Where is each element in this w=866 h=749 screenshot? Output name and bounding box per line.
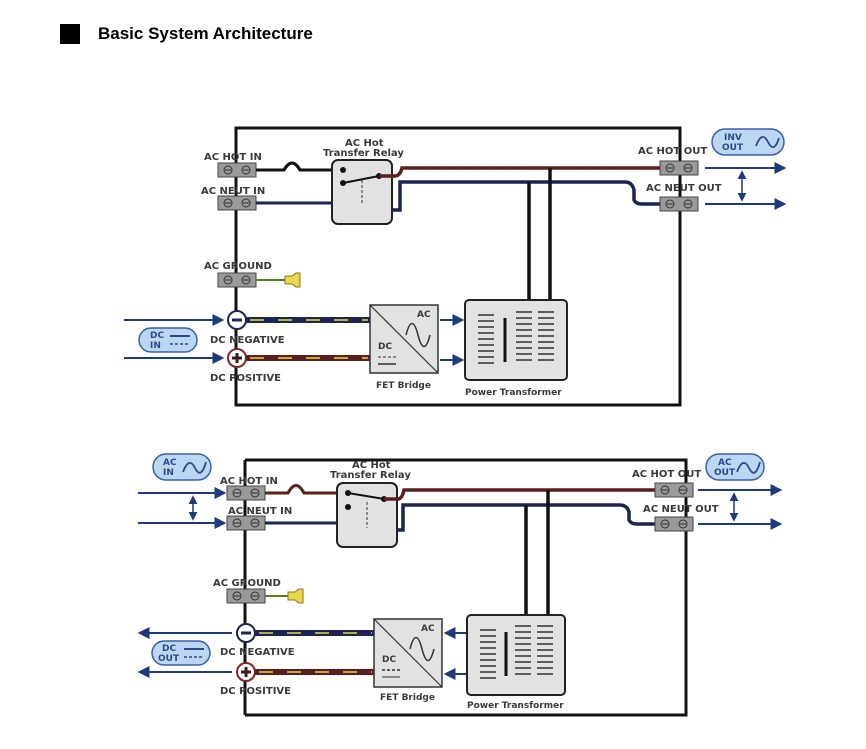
svg-text:AC: AC [163, 458, 177, 468]
ac-hot-transfer-relay [336, 482, 398, 548]
terminal-ac-neut-out [654, 516, 694, 532]
label-ac-ground: AC GROUND [204, 261, 272, 272]
svg-text:OUT: OUT [722, 143, 744, 153]
primary-coil-icon [480, 629, 496, 679]
label-dc-negative: DC NEGATIVE [220, 647, 295, 658]
wire-hot-in-fuse [265, 484, 348, 495]
power-transformer [466, 614, 566, 696]
section-title: Basic System Architecture [98, 24, 313, 43]
ground-lug-icon [284, 272, 301, 288]
wire-neut-bus [397, 503, 655, 532]
label-fet-ac: AC [417, 310, 431, 320]
label-ac-neut-out: AC NEUT OUT [646, 183, 722, 194]
terminal-ac-hot-out [659, 160, 699, 176]
dc-negative-terminal [236, 623, 256, 643]
label-fet-ac: AC [421, 624, 435, 634]
badge-ac-out: AC OUT [705, 453, 765, 481]
section-heading: Basic System Architecture [60, 24, 313, 44]
secondary-coil-icon [515, 625, 553, 675]
svg-text:DC: DC [162, 644, 176, 654]
badge-dc-out: DC OUT [151, 640, 211, 666]
label-ac-ground: AC GROUND [213, 578, 281, 589]
label-dc-positive: DC POSITIVE [220, 686, 291, 697]
power-transformer [464, 299, 568, 381]
dc-negative-terminal [227, 310, 247, 330]
fet-bridge [369, 304, 439, 374]
dc-symbol-icon [170, 335, 190, 345]
ac-hot-transfer-relay [331, 159, 393, 225]
label-dc-negative: DC NEGATIVE [210, 335, 285, 346]
diagram-charger-mode: AC IN AC HOT IN AC NEUT IN AC Hot Transf… [137, 453, 783, 717]
wire-neut-bus [392, 180, 660, 212]
label-relay-line1: AC Hot [352, 460, 391, 471]
enclosure-outline [245, 458, 688, 717]
badge-ac-in: AC IN [152, 453, 212, 481]
terminal-ac-hot-out [654, 482, 694, 498]
terminal-ac-hot-in [217, 162, 257, 178]
label-fet-dc: DC [382, 655, 396, 665]
terminal-ac-ground [217, 272, 257, 288]
fet-sine-icon [405, 322, 431, 348]
svg-text:IN: IN [150, 341, 161, 351]
label-relay-line2: Transfer Relay [323, 148, 404, 159]
svg-text:IN: IN [163, 468, 174, 478]
label-fet-bridge: FET Bridge [380, 693, 435, 703]
svg-text:OUT: OUT [714, 468, 736, 478]
label-relay-line2: Transfer Relay [330, 470, 411, 481]
label-ac-hot-in: AC HOT IN [220, 476, 278, 487]
heading-bullet-square [60, 24, 80, 44]
fuse-icon [282, 161, 302, 171]
badge-inv-out: INV OUT [711, 128, 785, 156]
label-ac-hot-out: AC HOT OUT [632, 469, 701, 480]
label-power-transformer: Power Transformer [467, 701, 564, 711]
dc-symbol-icon [184, 648, 204, 658]
label-ac-hot-out: AC HOT OUT [638, 146, 707, 157]
label-ac-neut-in: AC NEUT IN [201, 186, 265, 197]
wire-hot-bus [379, 166, 660, 178]
label-relay-line1: AC Hot [345, 138, 384, 149]
fet-sine-icon [409, 636, 435, 662]
terminal-ac-ground [226, 588, 266, 604]
svg-text:OUT: OUT [158, 654, 180, 664]
sine-wave-icon [736, 461, 761, 474]
svg-text:INV: INV [724, 133, 742, 143]
label-fet-dc: DC [378, 342, 392, 352]
svg-text:DC: DC [150, 331, 164, 341]
label-ac-neut-in: AC NEUT IN [228, 506, 292, 517]
label-dc-positive: DC POSITIVE [210, 373, 281, 384]
label-ac-hot-in: AC HOT IN [204, 152, 262, 163]
terminal-ac-neut-in [217, 195, 257, 211]
terminal-ac-neut-in [226, 515, 266, 531]
label-power-transformer: Power Transformer [465, 388, 562, 398]
dc-positive-terminal [227, 348, 247, 368]
terminal-ac-neut-out [659, 196, 699, 212]
badge-dc-in: DC IN [138, 327, 198, 353]
svg-text:AC: AC [718, 458, 732, 468]
sine-wave-icon [755, 136, 780, 148]
secondary-coil-icon [516, 311, 554, 361]
label-ac-neut-out: AC NEUT OUT [643, 504, 719, 515]
terminal-ac-hot-in [226, 485, 266, 501]
dc-positive-terminal [236, 662, 256, 682]
sine-wave-icon [182, 461, 207, 474]
diagram-inverter-mode: AC HOT IN AC NEUT IN AC Hot Transfer Rel… [124, 126, 787, 407]
label-fet-bridge: FET Bridge [376, 381, 431, 391]
ground-lug-icon [287, 588, 304, 604]
primary-coil-icon [478, 314, 494, 364]
fet-bridge [373, 618, 443, 688]
wire-hot-bus [384, 488, 655, 501]
